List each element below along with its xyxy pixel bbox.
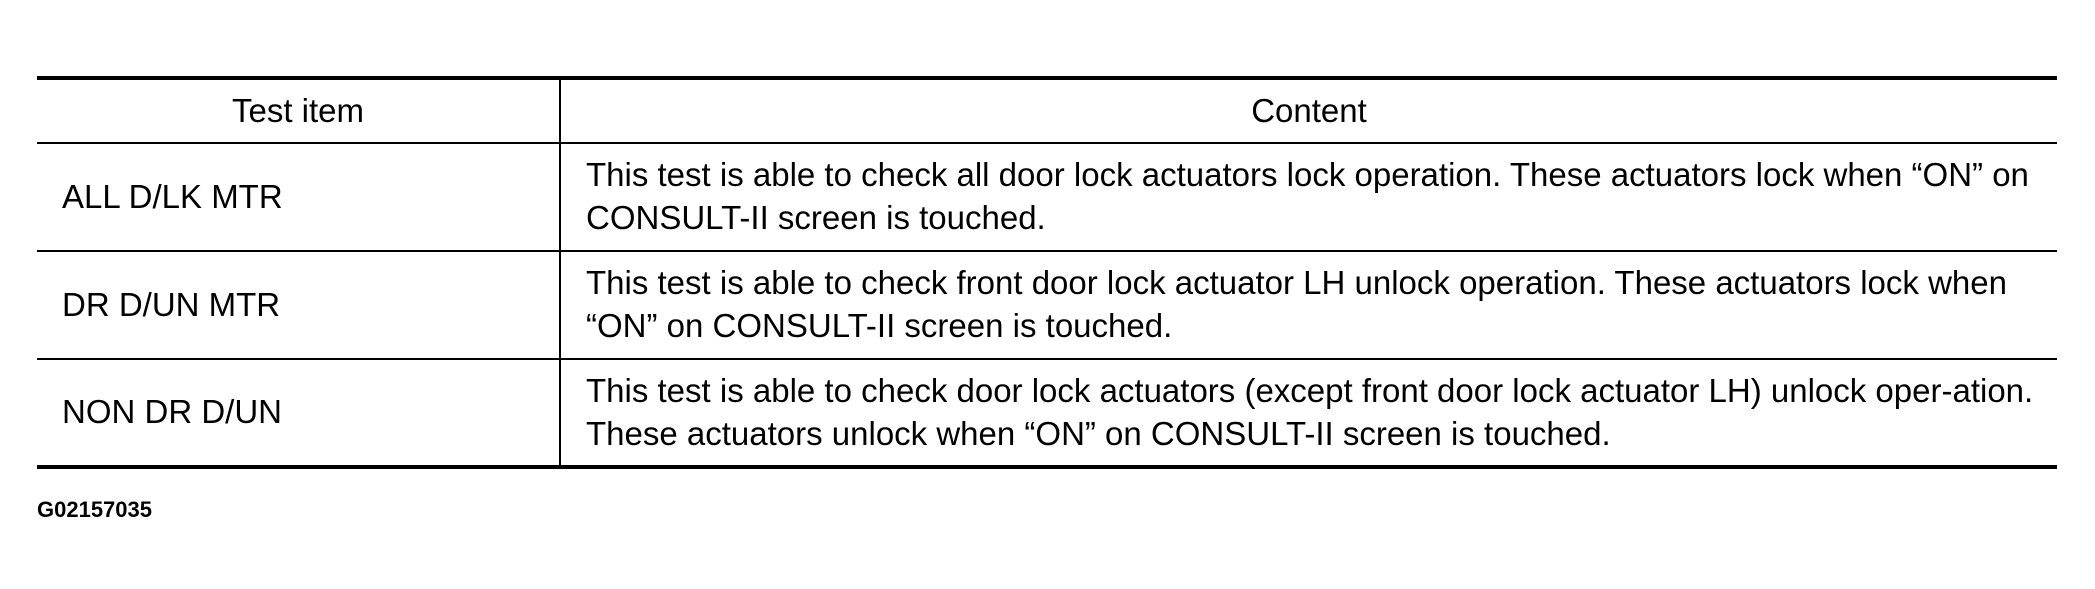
header-content: Content [560,76,2057,144]
content-cell: This test is able to check door lock act… [560,359,2057,469]
content-cell: This test is able to check all door lock… [560,143,2057,252]
test-item-cell: ALL D/LK MTR [37,143,561,252]
table-row: DR D/UN MTR This test is able to check f… [37,251,2057,360]
figure-id: G02157035 [37,497,152,522]
content-cell: This test is able to check front door lo… [560,251,2057,360]
table-header: Test item Content [37,76,2057,144]
header-test-item: Test item [37,76,561,144]
table-row: ALL D/LK MTR This test is able to check … [37,143,2057,252]
table-body: ALL D/LK MTR This test is able to check … [37,143,2057,469]
header-row: Test item Content [37,76,2057,144]
table-row: NON DR D/UN This test is able to check d… [37,359,2057,469]
test-item-cell: NON DR D/UN [37,359,561,469]
active-test-table: Test item Content ALL D/LK MTR This test… [37,76,2057,469]
test-item-cell: DR D/UN MTR [37,251,561,360]
